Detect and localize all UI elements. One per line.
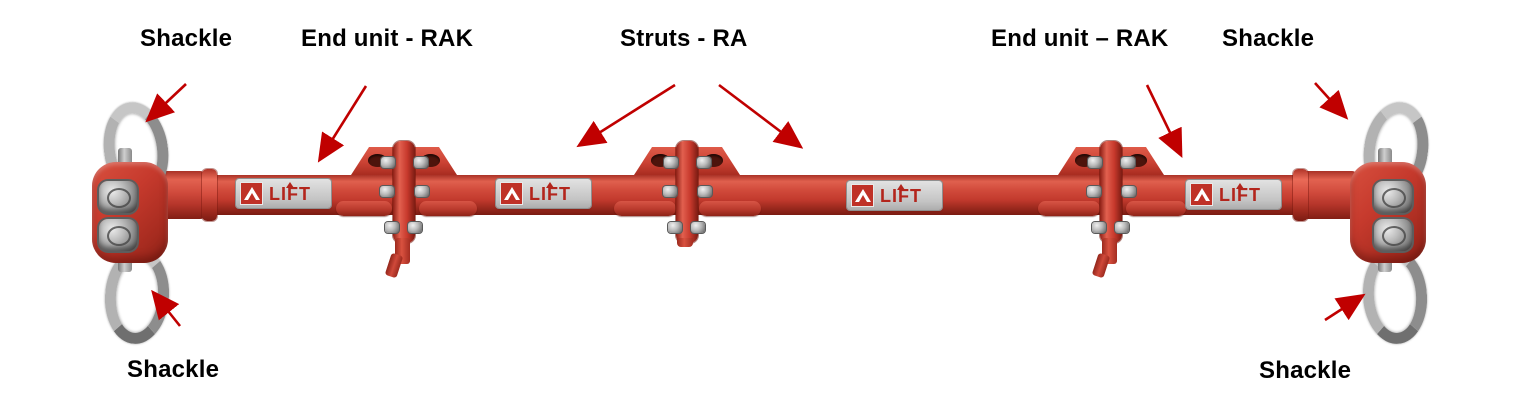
lift-logo-text: LIFT [529,183,571,204]
strut-nut [664,157,678,168]
triangle-fill-icon [508,193,516,200]
lift-logo-text: LIFT [269,183,311,204]
strut-nut [385,222,399,233]
label-struts: Struts - RA [620,25,748,52]
strut-lever-hook [384,252,404,279]
strut-band [676,141,698,243]
tube-seam [699,201,761,216]
strut-clamp-middle [634,141,740,273]
label-end-unit-right: End unit – RAK [991,25,1169,52]
strut-nut [381,157,395,168]
triangle-fill-icon [859,195,867,202]
lift-logo-triangle-icon [851,184,874,207]
strut-band [393,141,415,243]
label-shackle-bottom-left: Shackle [127,356,220,383]
shackle-pin-bolt [1374,219,1412,251]
lift-logo-i-accent-icon [1236,183,1244,189]
strut-nut [415,186,429,197]
arrow-struts-right [718,83,804,149]
label-shackle-top-left: Shackle [140,25,233,52]
label-shackle-bottom-right: Shackle [1259,357,1352,384]
strut-lever-hook [1091,252,1111,279]
strut-nut [691,222,705,233]
tube-seam [336,201,392,216]
label-shackle-top-right: Shackle [1222,25,1315,52]
beam-collar-right [1293,169,1308,221]
arrow-shackle-bottom-right [1324,293,1366,322]
lift-logo-label: LIFT [236,179,331,208]
arrow-shackle-top-left [145,83,187,123]
strut-nut [1092,222,1106,233]
strut-clamp-right [1058,141,1164,279]
strut-nut [668,222,682,233]
strut-band [1100,141,1122,243]
arrow-shackle-top-right [1314,82,1349,120]
lift-logo-label: LIFT [847,181,942,210]
lift-logo-label: LIFT [1186,180,1281,209]
shackle-pin-bolt [99,219,137,251]
tube-seam [614,201,676,216]
strut-clamp-left [351,141,457,279]
arrow-struts-left [576,83,676,148]
tube-seam [1038,201,1100,216]
strut-nut [1122,186,1136,197]
strut-nut [1087,186,1101,197]
strut-nut [380,186,394,197]
lift-logo-i-accent-icon [897,184,905,190]
lift-logo-i-accent-icon [546,182,554,188]
lift-logo-triangle-icon [500,182,523,205]
lift-logo-text: LIFT [880,185,922,206]
lift-logo-i-accent-icon [286,182,294,188]
tube-seam [419,201,477,216]
strut-nut [697,157,711,168]
triangle-fill-icon [248,193,256,200]
strut-nut [408,222,422,233]
lift-logo-triangle-icon [1190,183,1213,206]
strut-band-tail [677,238,693,247]
strut-nut [1121,157,1135,168]
beam-sleeve-right [1302,171,1358,219]
beam-collar-left [202,169,217,221]
triangle-fill-icon [1198,194,1206,201]
tube-seam [1126,201,1186,216]
label-end-unit-left: End unit - RAK [301,25,474,52]
shackle-pin-bolt [99,181,137,213]
lift-logo-label: LIFT [496,179,591,208]
strut-nut [1115,222,1129,233]
lift-logo-text: LIFT [1219,184,1261,205]
strut-nut [1088,157,1102,168]
strut-nut [414,157,428,168]
strut-nut [698,186,712,197]
shackle-pin-bolt [1374,181,1412,213]
lift-logo-triangle-icon [240,182,263,205]
strut-nut [663,186,677,197]
